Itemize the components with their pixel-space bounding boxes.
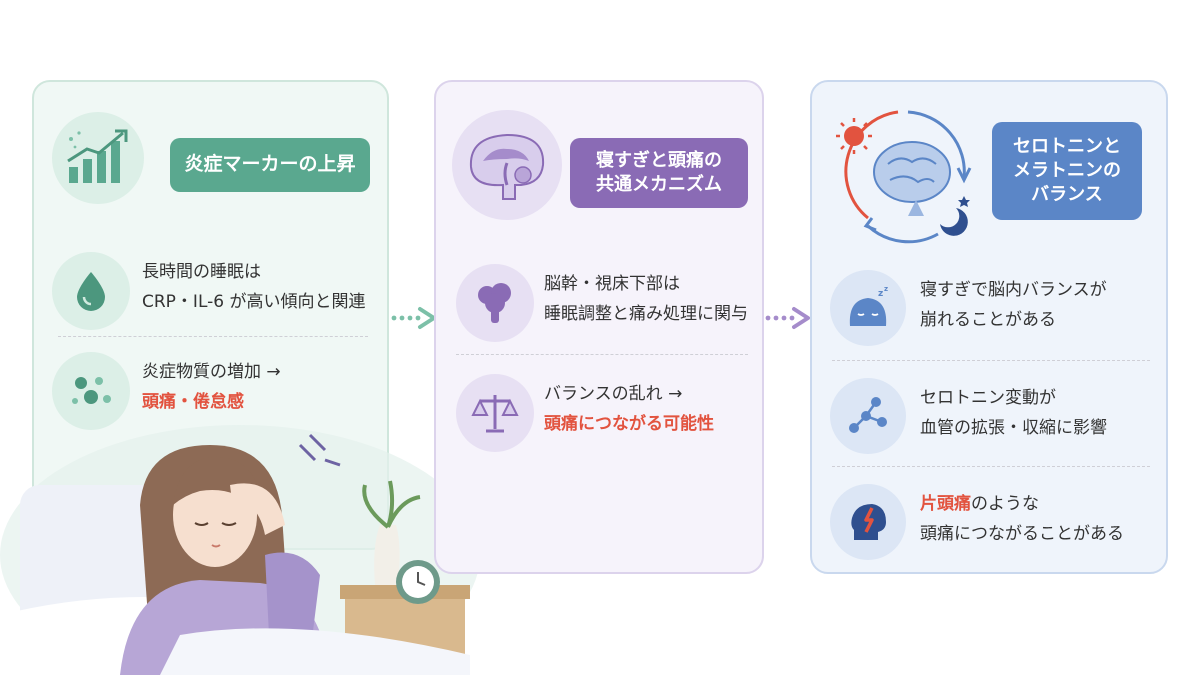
text-line: バランスの乱れ → — [544, 384, 683, 404]
text-line: 長時間の睡眠は — [142, 262, 261, 282]
text-line-highlight: 頭痛につながる可能性 — [544, 413, 714, 434]
balance-scale-icon — [456, 374, 534, 452]
text-line: 崩れることがある — [920, 309, 1056, 330]
text-line: 頭痛につながることがある — [920, 523, 1124, 544]
day-night-brain-cycle-icon — [836, 110, 972, 244]
sleeping-woman-illustration — [0, 425, 480, 675]
badge-common-mechanism: 寝すぎと頭痛の 共通メカニズム — [570, 138, 748, 208]
item-inflammation-increase: 炎症物質の増加 → 頭痛・倦怠感 — [142, 358, 382, 418]
text-line: 寝すぎで脳内バランスが — [920, 280, 1107, 300]
divider — [832, 360, 1150, 361]
panel-common-mechanism: 寝すぎと頭痛の 共通メカニズム 脳幹・視床下部は 睡眠調整と痛み処理に関与 バラ… — [434, 80, 764, 574]
item-brainstem: 脳幹・視床下部は 睡眠調整と痛み処理に関与 — [544, 270, 764, 330]
badge-line: セロトニンと — [1013, 135, 1121, 157]
migraine-head-icon — [830, 484, 906, 560]
item-oversleep-balance: 寝すぎで脳内バランスが 崩れることがある — [920, 276, 1160, 336]
svg-text:z: z — [878, 289, 883, 299]
item-long-sleep: 長時間の睡眠は CRP・IL-6 が高い傾向と関連 — [142, 258, 382, 318]
flow-arrow-2 — [765, 307, 810, 329]
text-line: 片頭痛のような — [920, 490, 1160, 520]
item-serotonin-vascular: セロトニン変動が 血管の拡張・収縮に影響 — [920, 384, 1160, 444]
divider — [832, 466, 1150, 467]
badge-line: メラトニンの — [1013, 159, 1121, 181]
panel-serotonin-melatonin: セロトニンと メラトニンの バランス z z 寝すぎで脳内バランスが 崩れること… — [810, 80, 1168, 574]
item-migraine: 片頭痛のような 頭痛につながることがある — [920, 490, 1160, 550]
brain-cross-section-icon — [452, 110, 562, 220]
sleeping-face-icon: z z — [830, 270, 906, 346]
virus-particles-icon — [52, 352, 130, 430]
text-line: 炎症物質の増加 → — [142, 362, 281, 382]
flow-arrow-1 — [391, 307, 436, 329]
divider — [456, 354, 748, 355]
svg-text:z: z — [884, 286, 888, 293]
badge-line: バランス — [1031, 184, 1103, 206]
badge-inflammation-marker: 炎症マーカーの上昇 — [170, 138, 370, 192]
item-balance-disruption: バランスの乱れ → 頭痛につながる可能性 — [544, 380, 764, 440]
badge-line: 寝すぎと頭痛の — [596, 149, 722, 171]
text-line: CRP・IL-6 が高い傾向と関連 — [142, 291, 366, 312]
badge-line: 共通メカニズム — [596, 174, 722, 195]
divider — [58, 336, 368, 337]
brainstem-icon — [456, 264, 534, 342]
chart-up-icon — [52, 112, 144, 204]
droplet-icon — [52, 252, 130, 330]
migraine-highlight: 片頭痛 — [920, 494, 971, 514]
text-line: セロトニン変動が — [920, 388, 1056, 408]
text-line: 脳幹・視床下部は — [544, 274, 680, 294]
badge-serotonin-melatonin: セロトニンと メラトニンの バランス — [992, 122, 1142, 220]
molecule-icon — [830, 378, 906, 454]
text-line-highlight: 頭痛・倦怠感 — [142, 391, 244, 412]
text-line: 血管の拡張・収縮に影響 — [920, 417, 1107, 438]
text-fragment: のような — [971, 494, 1039, 514]
text-line: 睡眠調整と痛み処理に関与 — [544, 303, 748, 324]
